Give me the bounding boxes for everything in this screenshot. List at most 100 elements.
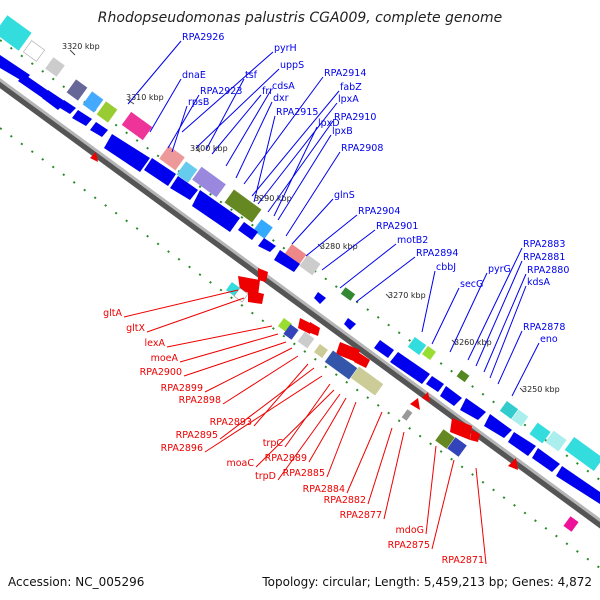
gene-label: RPA2895 — [176, 430, 218, 441]
backbone — [0, 78, 600, 522]
forward-cog-boxes — [0, 15, 600, 472]
gene-label: RPA2884 — [303, 484, 345, 495]
label-leader-line — [257, 102, 338, 205]
label-leader-line — [267, 120, 334, 213]
gc-dots-inner — [0, 127, 600, 569]
gene-label: uppS — [280, 60, 304, 71]
label-leader-line — [489, 285, 527, 379]
label-leader-line — [483, 273, 527, 373]
label-leader-line — [171, 105, 188, 153]
gene-label: kdsA — [527, 277, 550, 288]
scale-marks: 3320 kbp 3310 kbp 3300 kbp 3290 kbp 3280… — [62, 42, 560, 394]
gene-label: secG — [460, 279, 483, 290]
label-leader-line — [277, 393, 341, 481]
gene-label: RPA2899 — [161, 383, 203, 394]
label-leader-line — [346, 411, 383, 494]
gene-label: cdsA — [272, 81, 295, 92]
map-title: Rhodopseudomonas palustris CGA009, compl… — [98, 10, 502, 26]
label-leader-line — [251, 90, 340, 197]
gene-label: RPA2871 — [442, 555, 484, 566]
label-leader-line — [219, 367, 315, 440]
label-leader-line — [431, 287, 460, 345]
gene-label: lpxD — [318, 118, 340, 129]
label-leader-line — [167, 94, 200, 149]
gene-label: RPA2880 — [527, 265, 569, 276]
label-leader-line — [291, 198, 334, 245]
label-leader-line — [308, 397, 347, 463]
gene-label: dxr — [273, 93, 289, 104]
label-leader-line — [149, 78, 182, 133]
gene-label: RPA2889 — [265, 453, 307, 464]
label-leader-line — [273, 126, 318, 217]
gene-label: RPA2914 — [324, 68, 366, 79]
gene-label: RPA2904 — [358, 206, 400, 217]
gene-label: RPA2885 — [283, 468, 325, 479]
gene-label: RPA2877 — [340, 510, 382, 521]
scale-mark: 3260 kbp — [454, 338, 492, 347]
gene-label: trpD — [255, 471, 276, 482]
gene-label: rpsB — [188, 97, 209, 108]
gene-label: RPA2894 — [416, 248, 458, 259]
gene-label: RPA2881 — [523, 252, 565, 263]
gene-label: trpC — [263, 438, 284, 449]
label-leader-line — [205, 78, 245, 151]
label-leader-line — [179, 333, 279, 363]
scale-mark: 3300 kbp — [190, 144, 228, 153]
reverse-gene-arrows — [90, 152, 579, 532]
scale-mark: 3310 kbp — [126, 93, 164, 102]
gene-label: frr — [262, 86, 273, 97]
label-leader-line — [166, 325, 273, 348]
label-leader-line — [211, 94, 262, 155]
gene-label: lpxB — [332, 126, 353, 137]
label-leader-line — [475, 260, 523, 367]
gene-label: RPA2878 — [523, 322, 565, 333]
forward-gene-arrows — [0, 55, 600, 504]
label-leader-line — [383, 431, 405, 520]
gene-label: moeA — [151, 353, 179, 364]
gene-label: lpxA — [338, 94, 359, 105]
gene-label: RPA2875 — [388, 540, 430, 551]
label-leader-line — [204, 347, 293, 393]
gene-label: RPA2908 — [341, 143, 383, 154]
label-leader-line — [285, 151, 341, 237]
label-leader-line — [421, 270, 436, 333]
label-leader-line — [243, 76, 324, 185]
label-leader-line — [321, 229, 376, 271]
label-leader-line — [225, 89, 272, 167]
gene-label: gltA — [103, 308, 122, 319]
label-leader-line — [127, 40, 182, 105]
gene-label: RPA2915 — [276, 107, 318, 118]
label-leader-line — [123, 289, 239, 318]
reverse-gene-labels: gltAgltXlexAmoeARPA2900RPA2899RPA2898RPA… — [103, 289, 487, 566]
gene-label: gltX — [126, 323, 145, 334]
label-leader-line — [305, 214, 358, 257]
gene-label: moaC — [226, 458, 254, 469]
gene-label: pyrG — [488, 264, 511, 275]
label-leader-line — [222, 355, 299, 405]
label-leader-line — [339, 243, 397, 289]
gene-label: RPA2926 — [182, 32, 224, 43]
label-leader-line — [235, 101, 273, 179]
gene-label: mdoG — [396, 525, 424, 536]
label-leader-line — [355, 256, 416, 303]
gene-label: pyrH — [274, 43, 297, 54]
label-leader-line — [253, 363, 309, 427]
scale-mark: 3270 kbp — [388, 291, 426, 300]
label-leader-line — [475, 467, 487, 565]
topology-text: Topology: circular; Length: 5,459,213 bp… — [261, 575, 592, 589]
gene-label: dnaE — [182, 70, 206, 81]
accession-text: Accession: NC_005296 — [8, 575, 144, 589]
label-leader-line — [255, 389, 335, 468]
gene-label: RPA2882 — [324, 495, 366, 506]
gene-label: eno — [540, 334, 558, 345]
gene-label: cbbJ — [436, 262, 456, 273]
label-leader-line — [449, 272, 488, 353]
gene-label: glnS — [334, 190, 355, 201]
gene-label: RPA2898 — [179, 395, 221, 406]
label-leader-line — [253, 115, 276, 203]
gene-label: RPA2910 — [334, 112, 376, 123]
gene-label: RPA2883 — [523, 239, 565, 250]
scale-mark: 3250 kbp — [522, 385, 560, 394]
